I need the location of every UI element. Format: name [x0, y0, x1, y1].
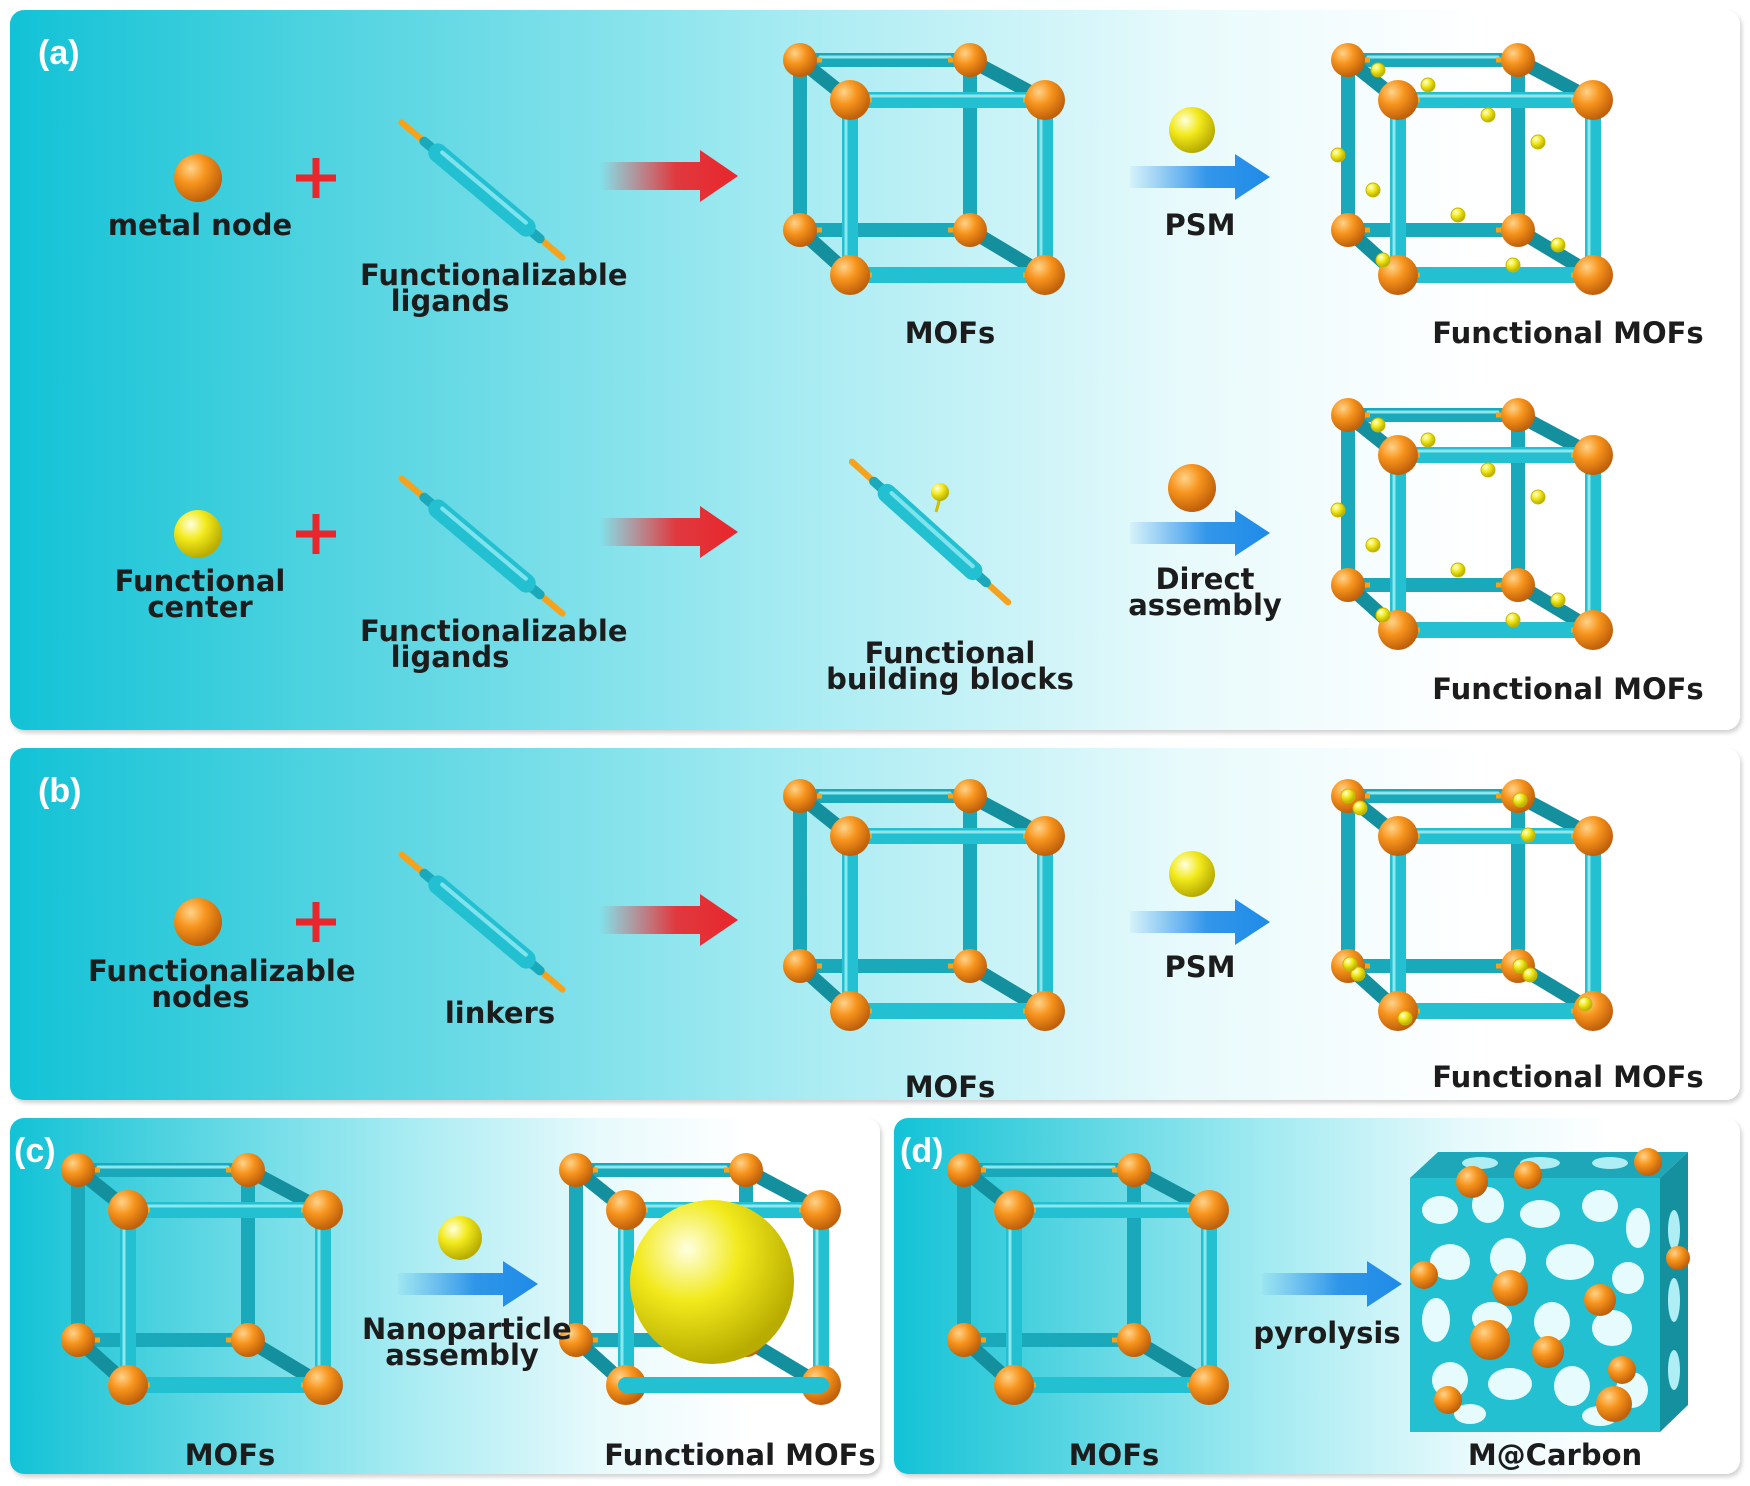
label-functionalizable-ligands: Functionalizable ligands — [360, 614, 628, 674]
label-functional-mofs: Functional MOFs — [1432, 316, 1704, 350]
reaction-arrow — [600, 150, 738, 202]
label-mofs: MOFs — [904, 1070, 996, 1104]
carbon-cube-icon — [1410, 1148, 1690, 1432]
mof-cube — [783, 779, 1065, 1031]
label-psm: PSM — [1164, 950, 1236, 984]
plus-icon — [296, 514, 336, 554]
reaction-arrow — [600, 506, 738, 558]
process-arrow — [1130, 154, 1270, 200]
functional-node-sphere — [174, 898, 222, 946]
label-functional-mofs: Functional MOFs — [604, 1438, 876, 1472]
panel-a — [10, 10, 1740, 730]
panel-label-a: (a) — [38, 34, 80, 72]
label-metal-node: metal node — [107, 208, 293, 242]
panel-label-d: (d) — [900, 1132, 944, 1170]
panel-label-b: (b) — [38, 772, 82, 810]
label-functional-center: Functional center — [114, 564, 286, 624]
label-nanoparticle-assembly: Nanoparticle assembly — [362, 1312, 572, 1372]
metal-node-sphere — [1168, 464, 1216, 512]
functional-mof-cube — [1331, 779, 1613, 1031]
label-mofs: MOFs — [904, 316, 996, 350]
process-arrow — [1262, 1261, 1402, 1307]
functional-center-sphere — [1169, 851, 1215, 897]
mof-cube — [61, 1153, 343, 1405]
metal-node-sphere — [174, 154, 222, 202]
label-pyrolysis: pyrolysis — [1253, 1316, 1401, 1350]
functional-mof-cube — [1331, 43, 1613, 295]
panel-label-c: (c) — [14, 1132, 56, 1170]
label-mofs: MOFs — [184, 1438, 276, 1472]
label-functionalizable-nodes: Functionalizable nodes — [88, 954, 356, 1014]
plus-icon — [296, 902, 336, 942]
label-functional-building-blocks: Functional building blocks — [826, 636, 1074, 696]
mof-cube — [783, 43, 1065, 295]
ligand-rod — [402, 120, 565, 257]
process-arrow — [398, 1261, 538, 1307]
process-arrow — [1130, 899, 1270, 945]
functional-building-block — [852, 459, 1010, 602]
label-psm: PSM — [1164, 208, 1236, 242]
label-linkers: linkers — [444, 996, 556, 1030]
label-functional-mofs: Functional MOFs — [1432, 672, 1704, 706]
label-m-at-carbon: M@Carbon — [1467, 1438, 1643, 1472]
functional-mof-cube — [1331, 398, 1613, 650]
nanoparticle-sphere — [438, 1216, 482, 1260]
reaction-arrow — [600, 894, 738, 946]
encapsulated-nanoparticle — [630, 1200, 794, 1364]
functional-center-sphere — [1169, 107, 1215, 153]
plus-icon — [296, 158, 336, 198]
linker-rod — [402, 852, 565, 989]
mof-cube — [947, 1153, 1229, 1405]
ligand-rod — [402, 476, 565, 613]
label-functional-mofs: Functional MOFs — [1432, 1060, 1704, 1094]
process-arrow — [1130, 510, 1270, 556]
label-functionalizable-ligands: Functionalizable ligands — [360, 258, 628, 318]
functional-center-sphere — [174, 510, 222, 558]
label-mofs: MOFs — [1068, 1438, 1160, 1472]
label-direct-assembly: Direct assembly — [1128, 562, 1282, 622]
